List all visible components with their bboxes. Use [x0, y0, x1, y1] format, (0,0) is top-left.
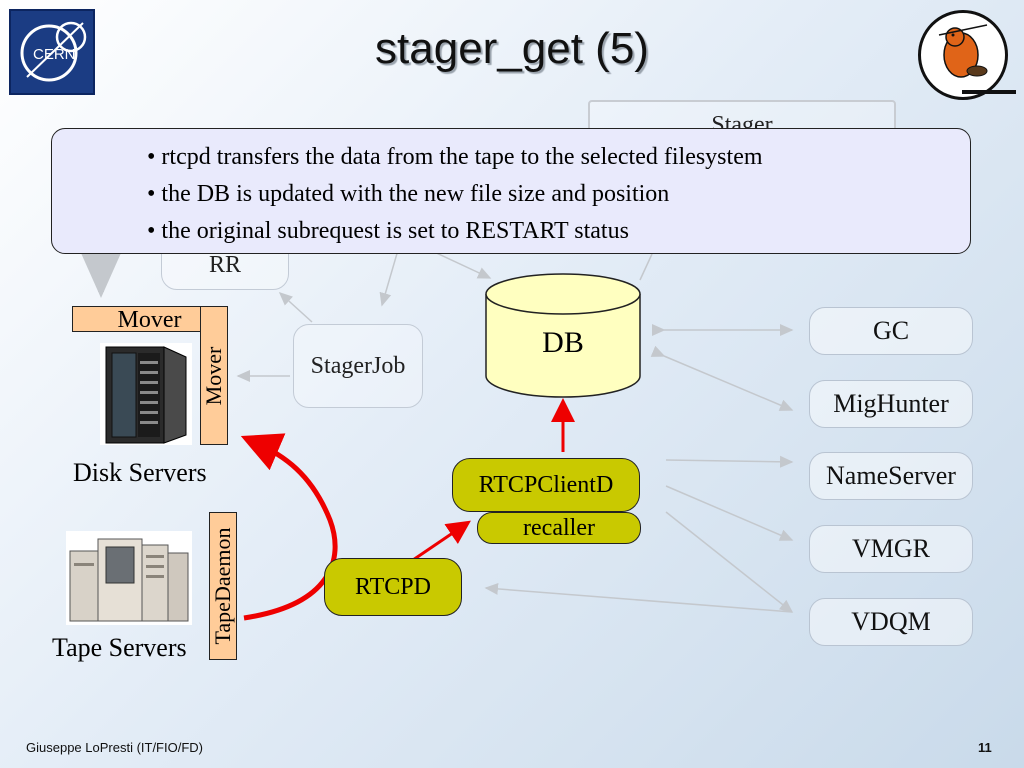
stagerjob-label: StagerJob	[310, 352, 406, 379]
db-label: DB	[542, 326, 584, 359]
arrow-db-stager	[639, 253, 653, 281]
arrow-rtcpclientd-vdqm	[665, 511, 794, 613]
tapedaemon-vertical-strip: TapeDaemon	[209, 512, 237, 660]
cern-ring-icon: CERN	[20, 21, 87, 82]
red-arrow-rtcpd-recaller	[409, 520, 471, 564]
arrow-stager-stagerjob	[379, 249, 399, 307]
recaller-node: recaller	[477, 512, 641, 544]
beaver-icon	[938, 24, 988, 78]
mover-vertical-label: Mover	[201, 346, 226, 405]
vdqm-label: VDQM	[851, 607, 931, 636]
mighunter-node: MigHunter	[809, 380, 973, 428]
castor-beaver-logo	[918, 10, 1008, 100]
rtcpd-node: RTCPD	[324, 558, 462, 616]
tape-servers-label: Tape Servers	[52, 633, 187, 662]
rtcpd-label: RTCPD	[355, 573, 431, 600]
explanation-callout: rtcpd transfers the data from the tape t…	[51, 128, 971, 254]
arrow-rtcpclientd-vmgr	[665, 485, 794, 541]
callout-bullet: rtcpd transfers the data from the tape t…	[147, 139, 762, 176]
svg-text:CERN: CERN	[33, 46, 76, 63]
gc-label: GC	[872, 316, 910, 345]
rr-label: RR	[208, 252, 241, 278]
mover-label: Mover	[117, 307, 182, 333]
nameserver-label: NameServer	[826, 461, 956, 490]
page-number: 11	[978, 740, 992, 755]
vdqm-node: VDQM	[809, 598, 973, 646]
callout-bullet: the DB is updated with the new file size…	[147, 176, 763, 213]
db-cylinder	[485, 273, 641, 398]
disk-server-image	[100, 343, 192, 445]
arrow-stager-db	[429, 249, 492, 279]
gc-node: GC	[809, 307, 973, 355]
arrow-vdqm-rtcpd	[484, 582, 793, 613]
mover-vertical-strip: Mover	[200, 306, 228, 445]
nameserver-node: NameServer	[809, 452, 973, 500]
beaver-logo-underline	[962, 90, 1016, 94]
callout-bullet: the original subrequest is set to RESTAR…	[147, 213, 763, 250]
arrow-stagerjob-rr	[278, 291, 313, 323]
vmgr-label: VMGR	[851, 534, 930, 563]
red-curve-tape-to-disk	[240, 433, 338, 621]
tapedaemon-label: TapeDaemon	[210, 527, 235, 645]
callout-bullet-list: rtcpd transfers the data from the tape t…	[147, 139, 763, 250]
mighunter-label: MigHunter	[833, 389, 949, 418]
arrow-rtcpclientd-nameserver	[665, 455, 794, 468]
arrow-db-mighunter	[650, 345, 794, 411]
slide-title: stager_get (5)	[375, 24, 649, 73]
rtcpclientd-label: RTCPClientD	[478, 471, 614, 498]
tape-server-image	[66, 531, 192, 625]
recaller-label: recaller	[523, 514, 595, 541]
stagerjob-node: StagerJob	[293, 324, 423, 408]
disk-servers-label: Disk Servers	[73, 458, 207, 487]
cern-logo: CERN	[9, 9, 95, 95]
vmgr-node: VMGR	[809, 525, 973, 573]
footer-author: Giuseppe LoPresti (IT/FIO/FD)	[26, 740, 203, 755]
rtcpclientd-node: RTCPClientD	[452, 458, 640, 512]
